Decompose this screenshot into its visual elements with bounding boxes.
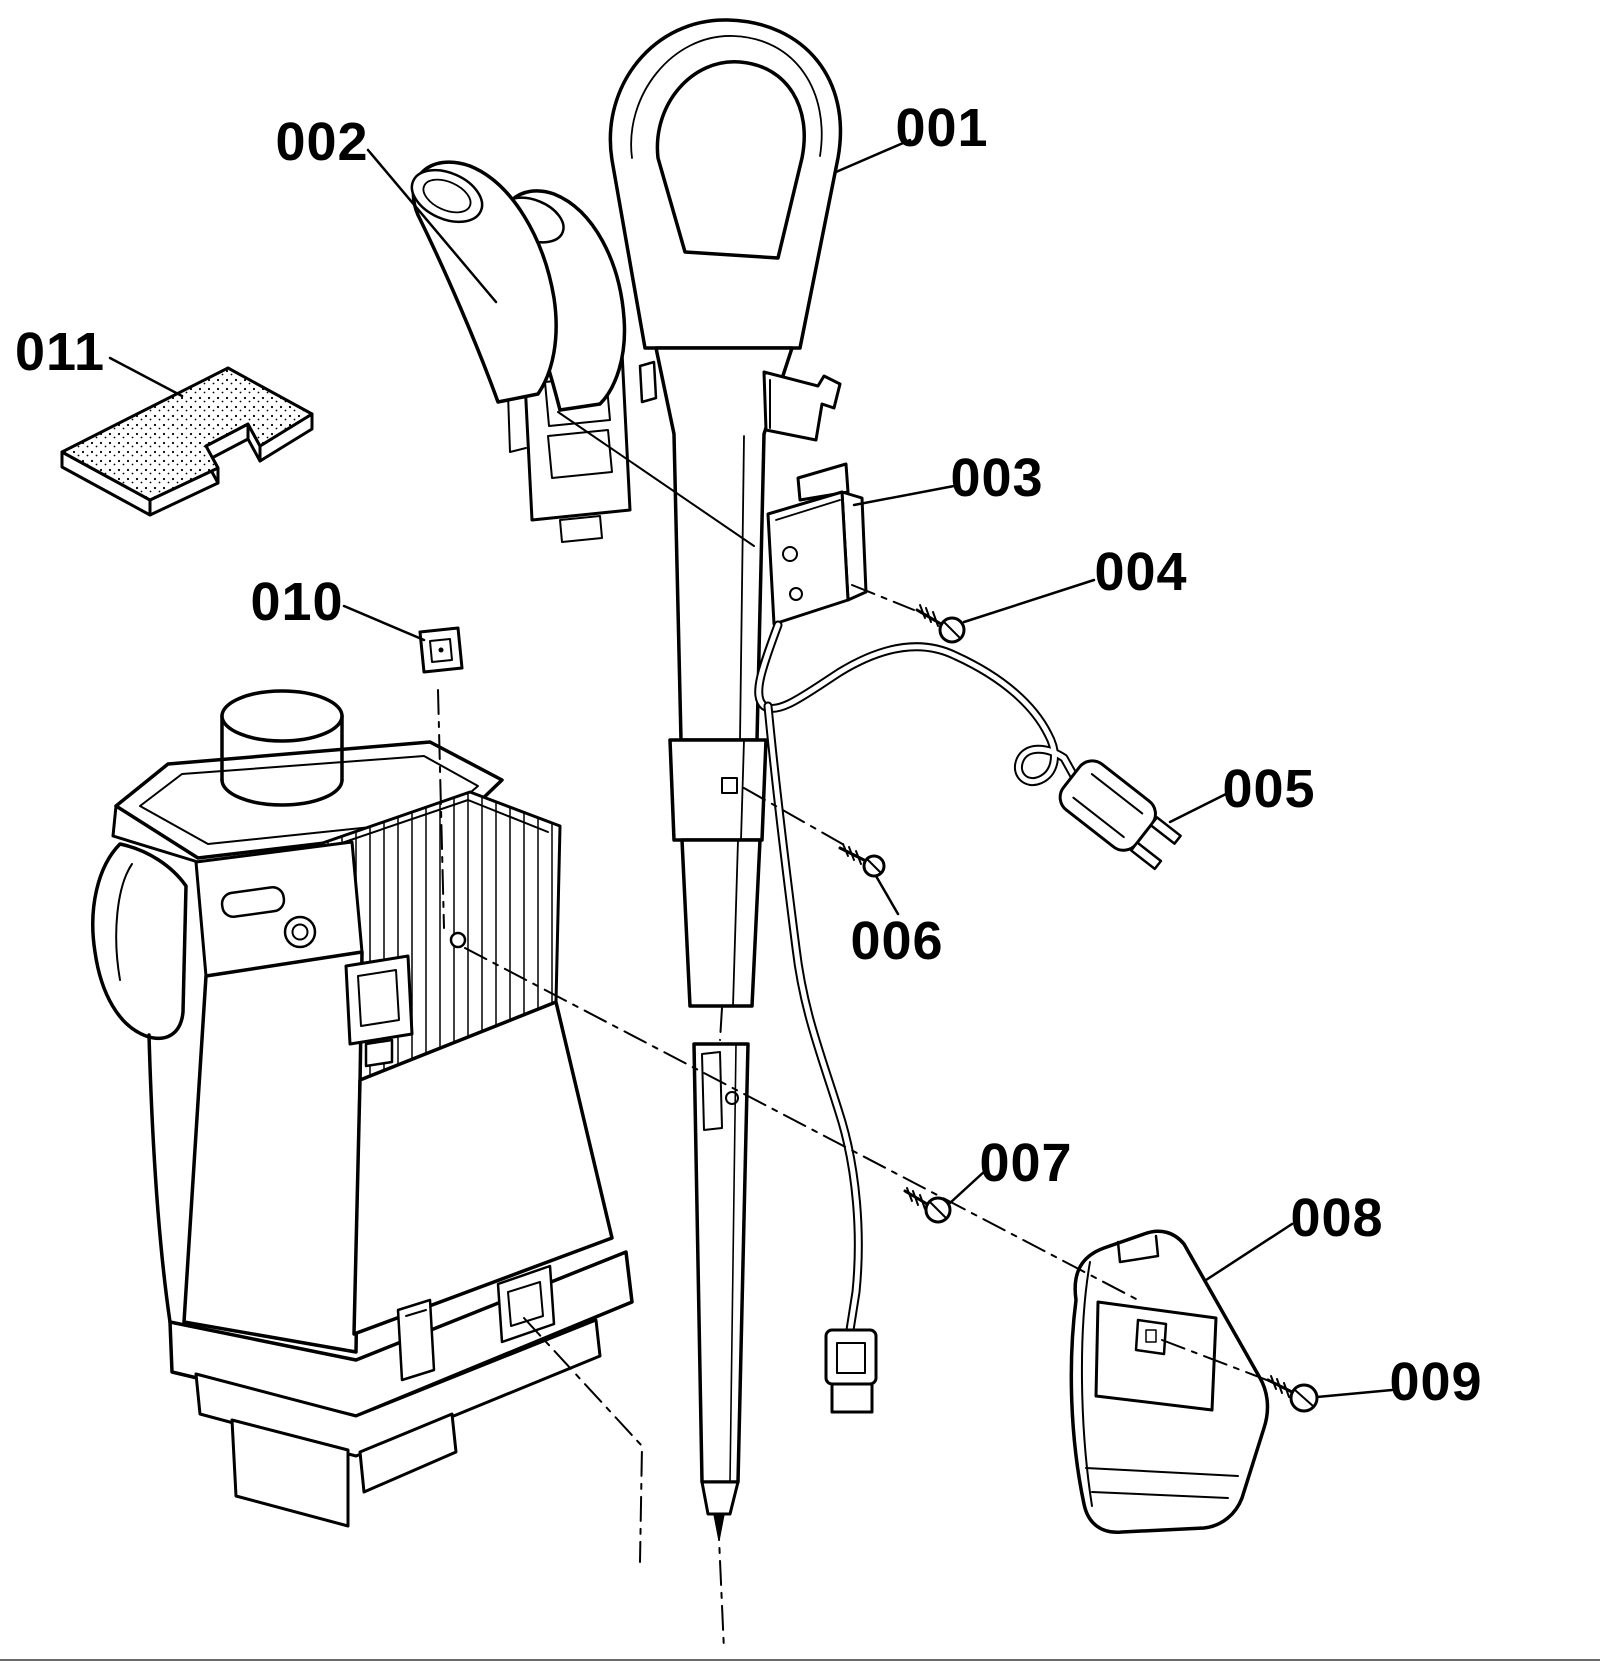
cord-bracket-part-003 bbox=[766, 462, 868, 626]
callout-label-003: 003 bbox=[950, 448, 1044, 508]
callout-label-010: 010 bbox=[250, 572, 344, 632]
assembly-centerlines bbox=[437, 584, 1273, 1651]
power-cord-part-005 bbox=[754, 620, 1182, 1414]
callout-label-009: 009 bbox=[1389, 1352, 1483, 1412]
page-bottom-rule bbox=[0, 1659, 1600, 1661]
callout-label-008: 008 bbox=[1290, 1188, 1384, 1248]
cord-connector bbox=[824, 1328, 878, 1414]
tank-body bbox=[91, 689, 634, 1528]
callout-label-004: 004 bbox=[1094, 542, 1188, 602]
callout-label-002: 002 bbox=[275, 112, 369, 172]
screw-part-007 bbox=[903, 1187, 952, 1224]
grip-part-002 bbox=[410, 160, 632, 543]
screw-part-006 bbox=[838, 843, 886, 878]
screw-part-009 bbox=[1266, 1375, 1319, 1413]
callout-label-011: 011 bbox=[14, 322, 106, 382]
grip-mount-line bbox=[557, 411, 755, 547]
callout-label-005: 005 bbox=[1222, 759, 1316, 819]
screw-part-004 bbox=[915, 604, 966, 644]
callout-label-007: 007 bbox=[979, 1133, 1073, 1193]
callout-leader-lines bbox=[108, 138, 1394, 1399]
callout-label-001: 001 bbox=[895, 98, 989, 158]
clip-part-010 bbox=[418, 626, 464, 674]
base-stand-part-008 bbox=[1069, 1229, 1270, 1534]
handle-assembly-part-001 bbox=[608, 18, 843, 1541]
callout-label-006: 006 bbox=[850, 911, 944, 971]
filter-plate-part-011 bbox=[60, 366, 314, 517]
power-plug bbox=[1058, 759, 1182, 871]
